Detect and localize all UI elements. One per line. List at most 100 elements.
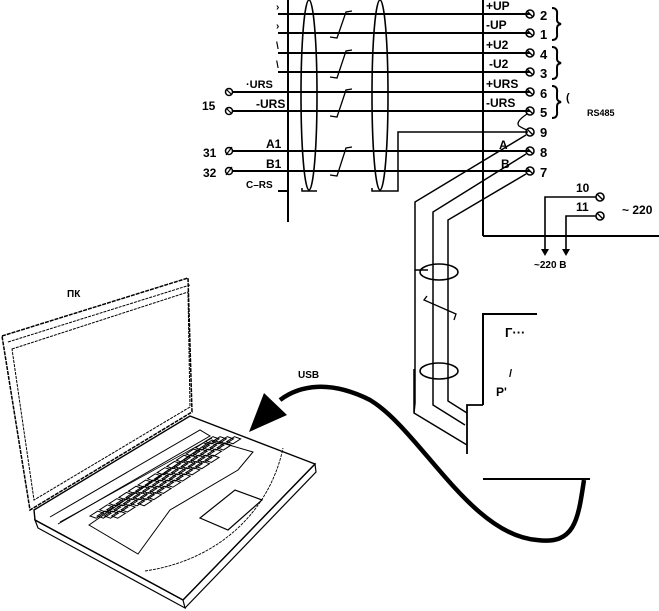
terminal-number: 10: [576, 181, 590, 195]
terminal-number: 8: [540, 145, 547, 160]
terminal-5: [525, 106, 535, 116]
terminal-4: [525, 48, 535, 58]
svg-text:\: \: [276, 60, 279, 71]
left-pin-32: 32: [203, 166, 217, 180]
converter-box: Г··· Р' /: [466, 313, 590, 480]
keyboard-key: [103, 510, 120, 519]
shield-ellipse-4: [419, 362, 459, 380]
keyboard-key: [110, 510, 127, 519]
svg-text:Р': Р': [496, 385, 507, 399]
terminal-10: [595, 192, 605, 202]
svg-text:›: ›: [276, 2, 279, 13]
keyboard-keys: [88, 436, 242, 519]
terminal-9: [525, 127, 535, 137]
left-label-urs-minus: -URS: [256, 97, 285, 111]
keyboard-key: [129, 498, 146, 507]
terminal-number: 3: [540, 66, 547, 81]
terminal-block: +UP -UP +U2 -U2 +URS -URS A B 2 1 4 3 6 …: [482, 0, 659, 271]
signal-label: A: [499, 138, 508, 152]
terminal-number: 2: [540, 8, 547, 23]
terminal-number: 4: [540, 47, 548, 62]
keyboard-key: [204, 454, 221, 464]
signal-label: +URS: [486, 77, 518, 91]
signal-label: -URS: [486, 96, 515, 110]
shield-ellipse-1: [300, 0, 318, 191]
left-terminals: [224, 87, 234, 176]
svg-text:RS485: RS485: [587, 108, 615, 118]
arrow-down-icon: [562, 249, 570, 256]
left-pin-31: 31: [203, 146, 217, 160]
terminal-icon: [224, 166, 234, 176]
rs485-cable: [413, 134, 527, 446]
terminal-number: 11: [576, 200, 589, 214]
arrow-down-icon: [541, 249, 549, 256]
terminal-7: [525, 166, 535, 176]
arrow-icon: [249, 393, 287, 432]
pc-label: ПК: [67, 289, 81, 300]
signal-label: -UP: [486, 18, 507, 32]
laptop-display: [11, 291, 191, 501]
svg-text:/: /: [509, 368, 512, 380]
terminal-icon: [224, 146, 234, 156]
keyboard-key: [120, 504, 137, 513]
keyboard-key: [194, 460, 211, 470]
usb-label: USB: [298, 370, 319, 381]
terminal-11: [595, 211, 605, 221]
terminal-number: 9: [540, 125, 547, 140]
svg-text:·URS: ·URS: [246, 79, 273, 91]
jumper-5-9: [517, 113, 528, 131]
terminal-8: [525, 146, 535, 156]
usb-cable: USB: [249, 370, 587, 543]
keyboard-key: [184, 467, 201, 476]
laptop: ПК: [1, 276, 317, 610]
signal-label: -U2: [489, 57, 509, 71]
twist-mark: [329, 10, 353, 39]
svg-text:›: ›: [276, 21, 279, 32]
keyboard-key: [136, 498, 153, 507]
terminal-number: 5: [540, 105, 547, 120]
svg-text:C–RS: C–RS: [246, 180, 273, 191]
keyboard-key: [175, 473, 192, 482]
terminal-number: 7: [540, 165, 547, 180]
terminal-icon: [224, 87, 234, 97]
shield-ellipse-3: [419, 263, 459, 281]
group-braces: ( RS485: [551, 7, 615, 119]
keyboard-key: [225, 436, 242, 445]
left-device-connector: › › \ \ ·URS -URS 15 A1 B1 31 32 C–RS: [202, 0, 530, 222]
keyboard-key: [88, 510, 105, 519]
signal-label: B: [501, 157, 510, 171]
keyboard-key: [146, 491, 163, 501]
svg-text:Г···: Г···: [505, 325, 525, 340]
terminal-3: [525, 67, 535, 77]
twist-mark: [329, 88, 353, 118]
left-pin-15: 15: [202, 99, 216, 113]
terminal-1: [525, 28, 535, 38]
keyboard: [88, 439, 254, 555]
signal-label: +U2: [486, 38, 509, 52]
bus-wires: [232, 13, 530, 192]
terminal-number: 1: [540, 27, 547, 42]
power-terminals: 10 11 ~220 В ~ 220: [534, 181, 653, 271]
keyboard-key: [96, 510, 113, 519]
terminal-number: 6: [540, 86, 547, 101]
terminal-icon: [224, 106, 234, 116]
keyboard-key: [165, 479, 182, 488]
laptop-screen-frame: [1, 276, 193, 512]
keyboard-key: [216, 442, 233, 451]
terminal-6: [525, 87, 535, 97]
left-label-b1: B1: [266, 157, 282, 171]
shield-ellipse-2: [371, 0, 389, 191]
terminal-screws: [525, 9, 535, 176]
touchpad: [198, 489, 264, 531]
twist-mark: [329, 49, 353, 79]
twist-mark: [422, 295, 457, 321]
terminal-2: [525, 9, 535, 19]
signal-label: +UP: [486, 0, 510, 13]
svg-text:\: \: [276, 41, 279, 52]
usb-cable-line: [278, 384, 587, 543]
twist-mark: [329, 146, 353, 177]
left-label-a1: A1: [266, 137, 282, 151]
keyboard-key: [156, 485, 173, 495]
cable-shields: [300, 0, 528, 192]
